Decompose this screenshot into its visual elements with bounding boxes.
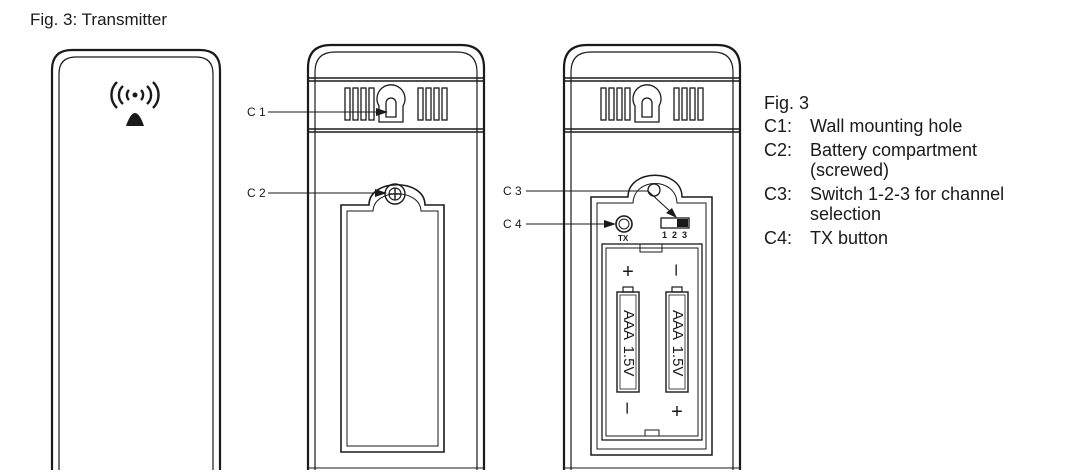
battery-right-top-sign: – xyxy=(666,264,688,276)
tx-button-drawing xyxy=(615,215,633,233)
back-view-closed xyxy=(306,43,486,470)
legend-text: TX button xyxy=(810,228,889,248)
battery-left-top-sign: + xyxy=(622,261,634,283)
callout-c2: C 2 xyxy=(247,186,266,200)
channel-switch-icon xyxy=(660,217,690,229)
battery-cover xyxy=(340,184,445,453)
legend-title: Fig. 3 xyxy=(764,93,810,113)
legend-code: C1: xyxy=(764,116,793,136)
switch-position-1: 1 xyxy=(662,230,667,240)
switch-position-3: 3 xyxy=(682,230,687,240)
front-view xyxy=(50,48,222,470)
legend: Fig. 3 C1: Wall mounting hole C2: Batter… xyxy=(764,93,1060,252)
legend-text: Wall mounting hole xyxy=(810,116,963,136)
callout-c4: C 4 xyxy=(503,217,522,231)
tx-button-label: TX xyxy=(618,234,629,243)
legend-code: C3: xyxy=(764,184,793,204)
figure-title: Fig. 3: Transmitter xyxy=(30,10,167,29)
battery-right-type: AAA xyxy=(669,310,686,340)
legend-item: C3: Switch 1-2-3 for channel selection xyxy=(764,184,1060,224)
battery-left-type: AAA xyxy=(620,310,637,340)
battery-right-bottom-sign: + xyxy=(671,401,683,423)
back-view-open xyxy=(562,43,742,470)
legend-text: Battery compartment (screwed) xyxy=(810,140,978,180)
legend-item: C2: Battery compartment (screwed) xyxy=(764,140,1060,180)
legend-code: C2: xyxy=(764,140,793,160)
screw-icon xyxy=(384,183,406,205)
switch-position-2: 2 xyxy=(672,230,677,240)
wireless-signal-icon xyxy=(110,81,160,126)
callout-leaders xyxy=(268,108,677,228)
callout-c1: C 1 xyxy=(247,105,266,119)
battery-right-drawing xyxy=(665,286,689,393)
legend-item: C4: TX button xyxy=(764,228,1060,248)
battery-left-bottom-sign: – xyxy=(617,402,639,414)
callout-c3: C 3 xyxy=(503,184,522,198)
legend-item: C1: Wall mounting hole xyxy=(764,116,1060,136)
battery-left-voltage: 1.5V xyxy=(620,346,637,377)
legend-text: Switch 1-2-3 for channel selection xyxy=(810,184,1005,224)
keyhole-icon xyxy=(376,84,406,123)
battery-left-drawing xyxy=(616,286,640,393)
vent-slots xyxy=(344,87,448,121)
battery-right-voltage: 1.5V xyxy=(669,346,686,377)
legend-code: C4: xyxy=(764,228,793,248)
